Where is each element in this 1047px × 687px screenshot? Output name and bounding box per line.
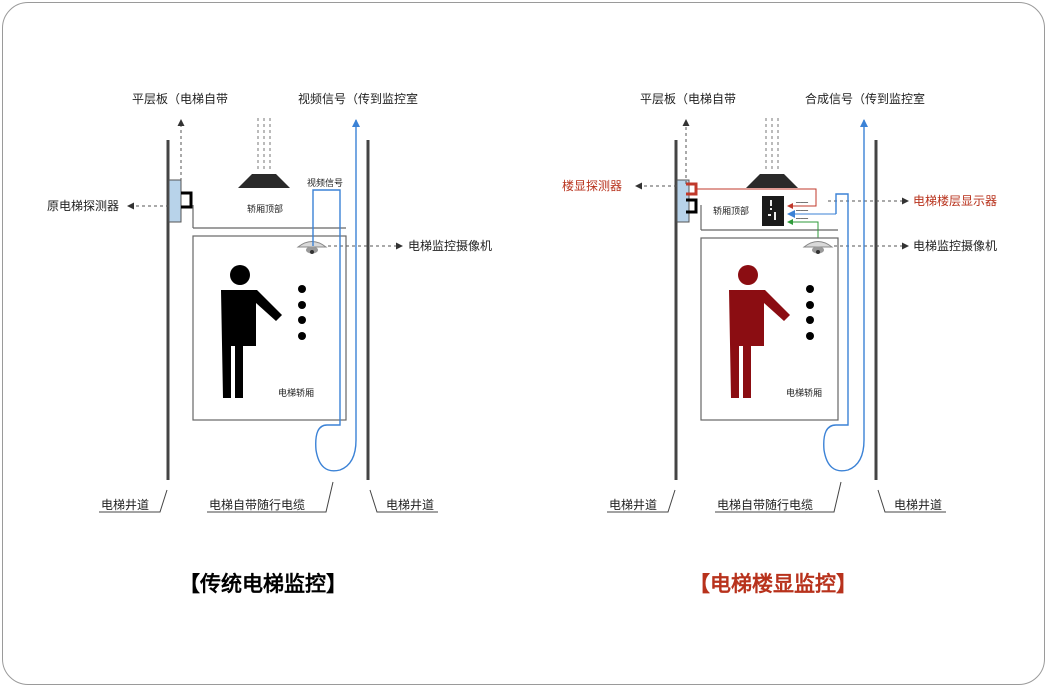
right-fan-icon <box>746 118 798 188</box>
left-camera-icon <box>296 241 328 254</box>
right-label-floor-detector: 楼显探测器 <box>562 178 622 193</box>
right-car-body <box>700 237 839 421</box>
svg-text:━━━━━: ━━━━━ <box>795 208 809 213</box>
right-label-shaft-left: 电梯井道 <box>609 498 657 512</box>
left-video-cable <box>312 119 360 472</box>
left-label-car: 电梯轿厢 <box>278 387 314 399</box>
left-leveling-plate <box>168 179 182 223</box>
right-label-car-top: 轿厢顶部 <box>713 205 749 217</box>
left-diagram: 平层板（电梯自带 原电梯探测器 轿厢顶部 电梯监控摄像机 视频信号 视频信号（传 <box>47 91 492 596</box>
right-label-shaft-right: 电梯井道 <box>894 498 942 512</box>
left-label-shaft-left: 电梯井道 <box>101 498 149 512</box>
left-label-video-signal-small: 视频信号 <box>307 177 343 189</box>
svg-text:━━━━━: ━━━━━ <box>795 216 809 221</box>
right-label-traveling-cable: 电梯自带随行电缆 <box>717 497 813 512</box>
left-button-panel <box>298 285 306 340</box>
left-cable-leader <box>207 481 334 513</box>
right-floor-display-device <box>762 196 784 226</box>
right-label-floor-display: 电梯楼层显示器 <box>913 193 997 208</box>
right-person-icon <box>729 265 790 398</box>
left-car-body <box>192 235 347 421</box>
right-detector-wire <box>696 188 817 209</box>
right-shaft-left-leader <box>607 489 676 513</box>
svg-text:━━━━━: ━━━━━ <box>795 200 809 205</box>
left-fan-icon <box>238 118 290 188</box>
left-label-traveling-cable: 电梯自带随行电缆 <box>209 497 305 512</box>
left-label-shaft-right: 电梯井道 <box>386 498 434 512</box>
right-title: 【电梯楼显监控】 <box>689 572 857 596</box>
left-label-camera: 电梯监控摄像机 <box>408 238 492 253</box>
left-label-video-signal-top: 视频信号（传到监控室 <box>298 91 418 106</box>
right-label-car: 电梯轿厢 <box>786 387 822 399</box>
right-label-leveling-plate: 平层板（电梯自带 <box>640 92 736 106</box>
left-shaft-right-leader <box>369 489 438 513</box>
right-cable-leader <box>715 481 842 513</box>
left-shaft-left-leader <box>99 489 168 513</box>
right-label-camera: 电梯监控摄像机 <box>913 238 997 253</box>
right-shaft-right-leader <box>877 489 946 513</box>
left-detector-icon <box>181 191 193 209</box>
left-label-leveling-plate: 平层板（电梯自带 <box>132 92 228 106</box>
left-person-icon <box>221 265 282 398</box>
left-label-car-top: 轿厢顶部 <box>247 203 283 215</box>
right-label-composite-signal-top: 合成信号（传到监控室 <box>805 91 925 106</box>
left-title: 【传统电梯监控】 <box>179 572 347 596</box>
right-composite-cable <box>823 119 868 472</box>
right-button-panel <box>806 285 814 340</box>
right-camera-icon <box>802 241 834 254</box>
left-label-original-detector: 原电梯探测器 <box>47 199 119 213</box>
right-diagram: 平层板（电梯自带 楼显探测器 轿厢顶部 <box>562 91 997 596</box>
